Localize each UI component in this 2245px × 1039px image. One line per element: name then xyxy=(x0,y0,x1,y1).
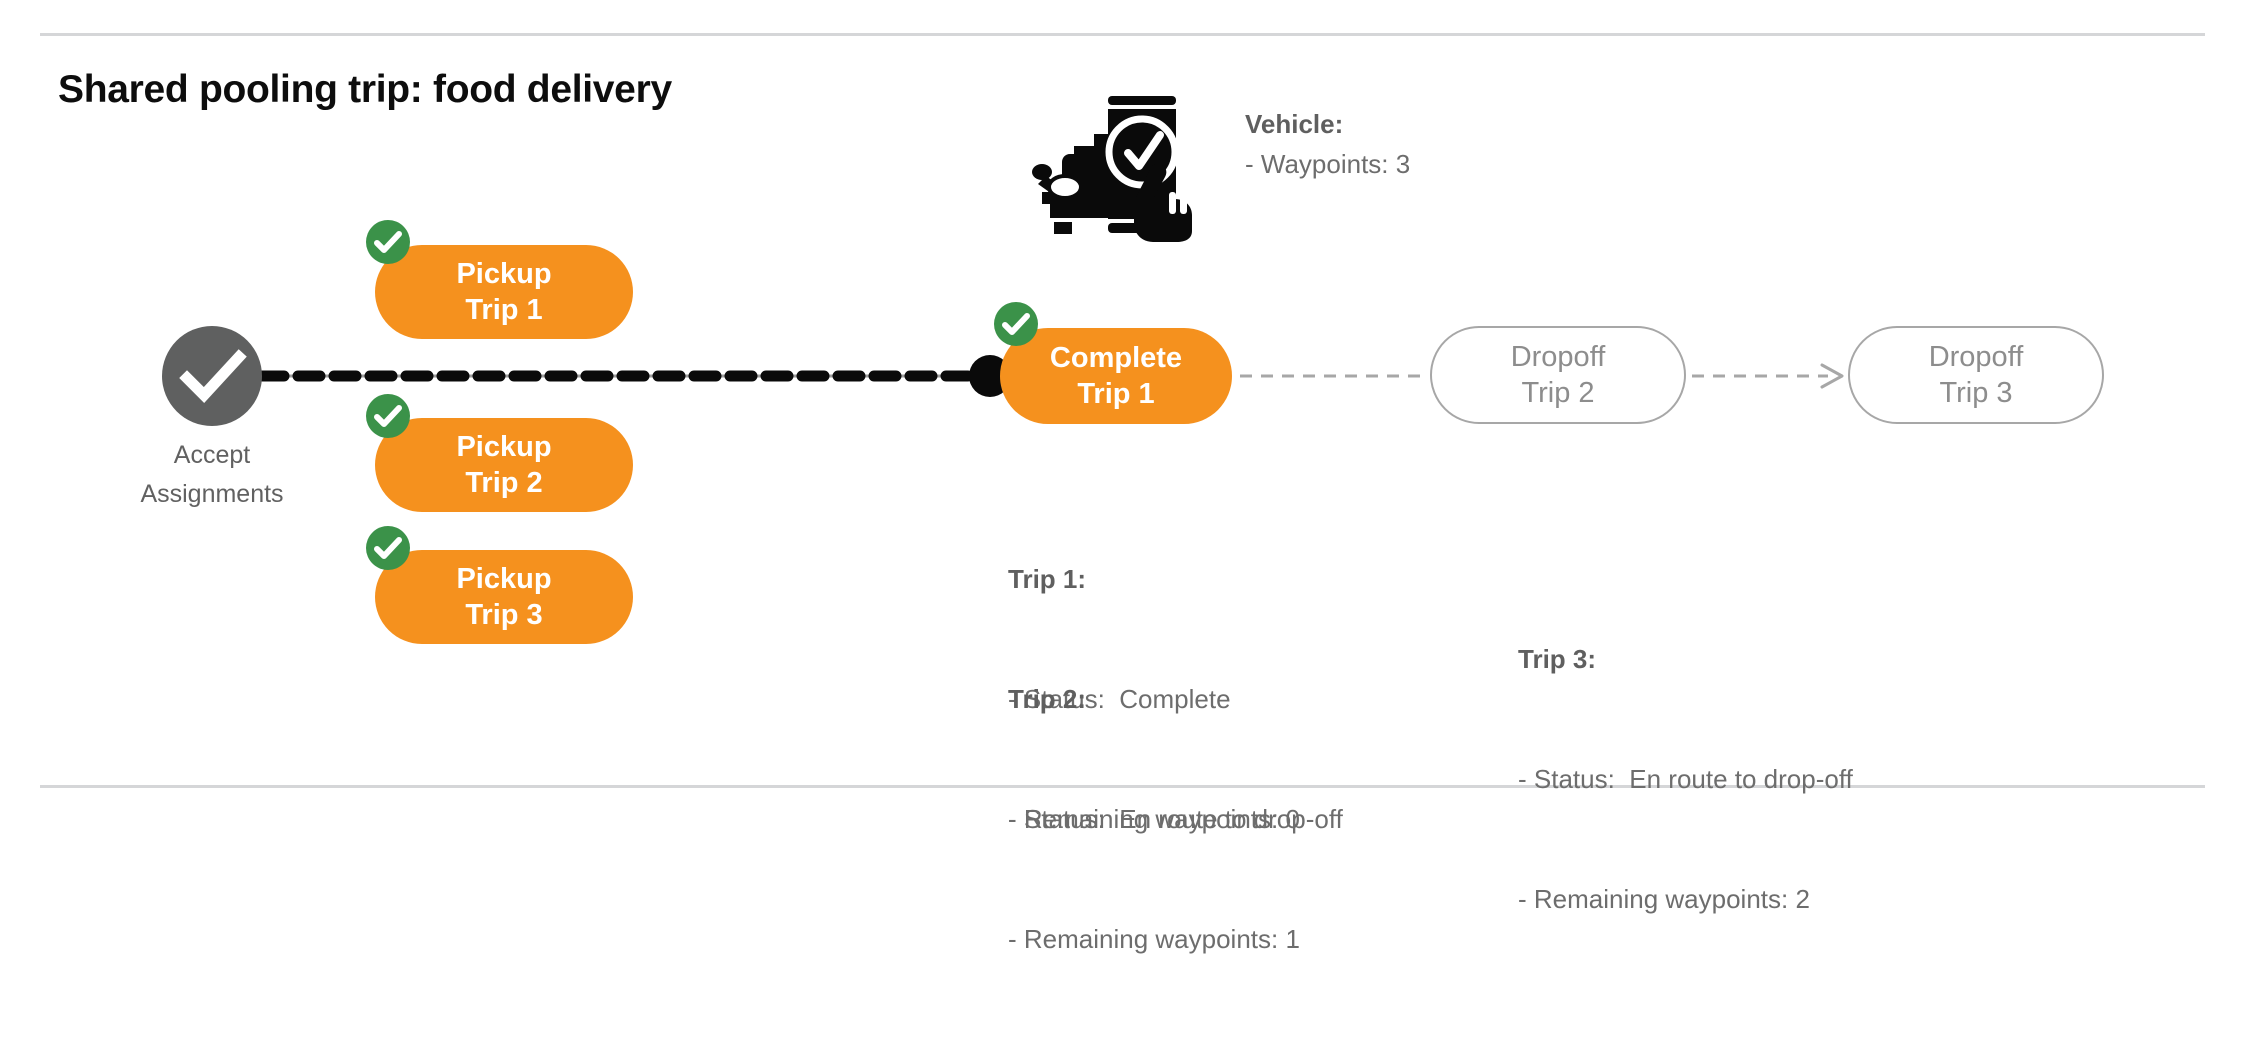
accept-assignments-label: Accept Assignments xyxy=(100,436,324,514)
complete-action: Complete xyxy=(1049,342,1183,374)
check-badge-icon xyxy=(994,302,1038,346)
page-title: Shared pooling trip: food delivery xyxy=(58,68,672,111)
trip-2-title: Trip 2: xyxy=(1008,684,1087,714)
vehicle-caption: Vehicle: - Waypoints: 3 xyxy=(1245,104,1410,184)
pickup-3-action: Pickup xyxy=(456,563,552,595)
bottom-divider xyxy=(40,785,2205,788)
complete-trip: Trip 1 xyxy=(1077,378,1155,410)
vehicle-heading: Vehicle: xyxy=(1245,109,1344,139)
accept-label-line-2: Assignments xyxy=(140,480,284,508)
pickup-1-trip: Trip 1 xyxy=(465,294,543,326)
check-badge-icon xyxy=(366,526,410,570)
top-divider xyxy=(40,33,2205,36)
trip-3-status: - Status: En route to drop-off xyxy=(1518,764,1853,794)
pickup-2-action: Pickup xyxy=(456,431,552,463)
trip-1-status: - Status: Complete xyxy=(1008,684,1231,714)
pickup-trip-1-node[interactable]: Pickup Trip 1 xyxy=(375,245,633,339)
accept-label-line-1: Accept xyxy=(173,441,251,469)
check-badge-icon xyxy=(366,394,410,438)
dropoff-3-action: Dropoff xyxy=(1928,341,2024,373)
dropoff-trip-3-node[interactable]: Dropoff Trip 3 xyxy=(1848,326,2104,424)
pickup-2-trip: Trip 2 xyxy=(465,467,543,499)
vehicle-waypoints: - Waypoints: 3 xyxy=(1245,149,1411,179)
pickup-trip-2-node[interactable]: Pickup Trip 2 xyxy=(375,418,633,512)
pickup-3-trip: Trip 3 xyxy=(465,599,543,631)
dropoff-2-action: Dropoff xyxy=(1510,341,1606,373)
pickup-trip-3-node[interactable]: Pickup Trip 3 xyxy=(375,550,633,644)
pickup-1-action: Pickup xyxy=(456,258,552,290)
dropoff-3-trip: Trip 3 xyxy=(1939,377,2013,409)
check-circle-icon xyxy=(162,326,262,426)
dropoff-trip-2-node[interactable]: Dropoff Trip 2 xyxy=(1430,326,1686,424)
diagram-canvas: Shared pooling trip: food delivery Accep… xyxy=(40,33,2205,954)
accept-assignments-node[interactable]: Accept Assignments xyxy=(140,326,284,508)
trip-3-title: Trip 3: xyxy=(1518,644,1597,674)
trip-2-status: - Status: En route to drop-off xyxy=(1008,804,1343,834)
car-phone-check-icon xyxy=(1032,84,1208,242)
trip-1-title: Trip 1: xyxy=(1008,564,1087,594)
trip-3-waypoints: - Remaining waypoints: 2 xyxy=(1518,884,1810,914)
complete-trip-1-node[interactable]: Complete Trip 1 xyxy=(1000,328,1232,424)
trip-2-details: Trip 2: - Status: En route to drop-off -… xyxy=(1008,599,1343,1039)
trip-2-waypoints: - Remaining waypoints: 1 xyxy=(1008,924,1300,954)
dropoff-2-trip: Trip 2 xyxy=(1521,377,1595,409)
check-badge-icon xyxy=(366,220,410,264)
trip-3-details: Trip 3: - Status: En route to drop-off -… xyxy=(1518,559,1853,999)
